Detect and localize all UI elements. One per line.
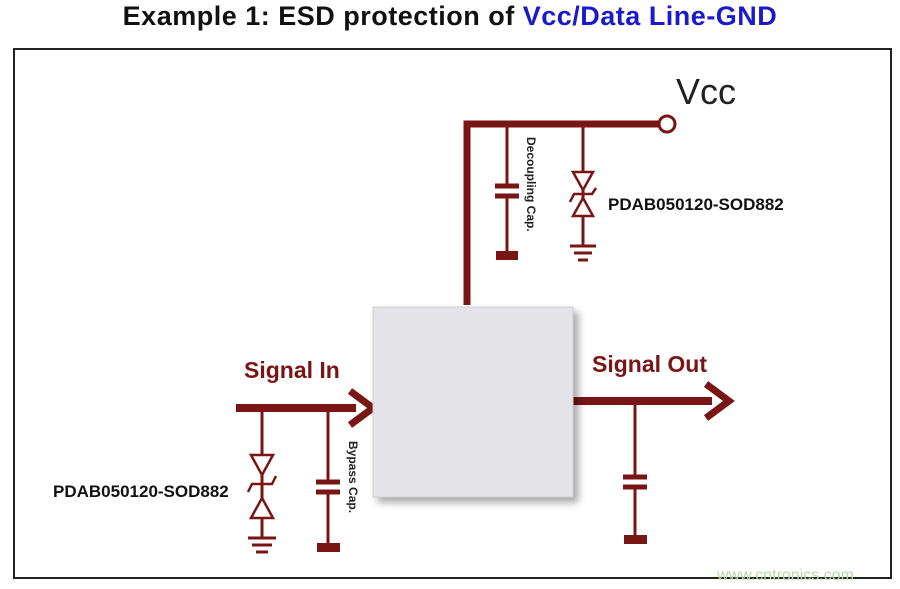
diagram-frame bbox=[13, 48, 892, 579]
watermark-text: www.cntronics.com bbox=[716, 567, 854, 584]
decoupling-cap-label: Decoupling Cap. bbox=[524, 137, 538, 232]
decoupling-capacitor bbox=[495, 124, 519, 260]
tvs-diode-top bbox=[568, 124, 598, 262]
bypass-cap-label: Bypass Cap. bbox=[346, 441, 360, 513]
ic-chip bbox=[372, 306, 574, 498]
tvs-top-label: PDAB050120-SOD882 bbox=[608, 195, 784, 214]
title-highlight: Vcc/Data Line-GND bbox=[522, 1, 778, 31]
vcc-rail-wire bbox=[463, 120, 660, 305]
output-capacitor bbox=[623, 401, 647, 544]
diagram-title: Example 1: ESD protection of Vcc/Data Li… bbox=[0, 0, 900, 32]
signal-out-arrow bbox=[703, 381, 735, 421]
tvs-bottom-label: PDAB050120-SOD882 bbox=[53, 482, 229, 501]
vcc-label: Vcc bbox=[676, 71, 736, 112]
bypass-capacitor bbox=[316, 408, 340, 552]
tvs-diode-bottom bbox=[246, 408, 278, 554]
signal-in-label: Signal In bbox=[244, 357, 340, 383]
vcc-terminal bbox=[657, 114, 677, 134]
signal-out-label: Signal Out bbox=[592, 351, 707, 377]
title-prefix: Example 1: ESD protection of bbox=[122, 1, 523, 31]
